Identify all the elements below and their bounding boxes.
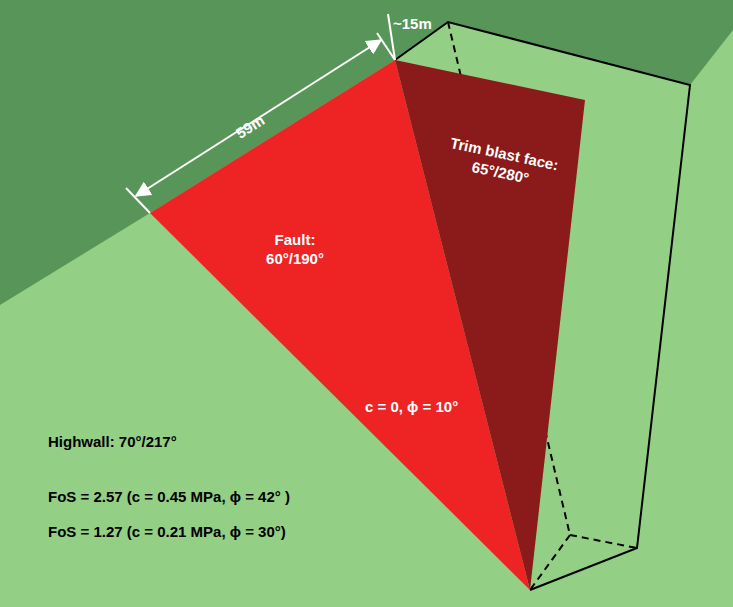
shape-label: Fault: 60°/190° — [250, 230, 340, 268]
trim-blast-face: Trim blast face: 65°/280° — [395, 60, 585, 590]
trim-blast-face-shape — [395, 60, 585, 590]
orientation-note: Highwall: 70°/217° — [48, 432, 177, 451]
fos-note: FoS = 1.27 (c = 0.21 MPa, ϕ = 30°) — [48, 522, 286, 541]
shape-label: c = 0, ϕ = 10° — [365, 397, 458, 416]
dimension-label: ~15m — [393, 14, 432, 33]
fos-note: FoS = 2.57 (c = 0.45 MPa, ϕ = 42° ) — [48, 487, 290, 506]
